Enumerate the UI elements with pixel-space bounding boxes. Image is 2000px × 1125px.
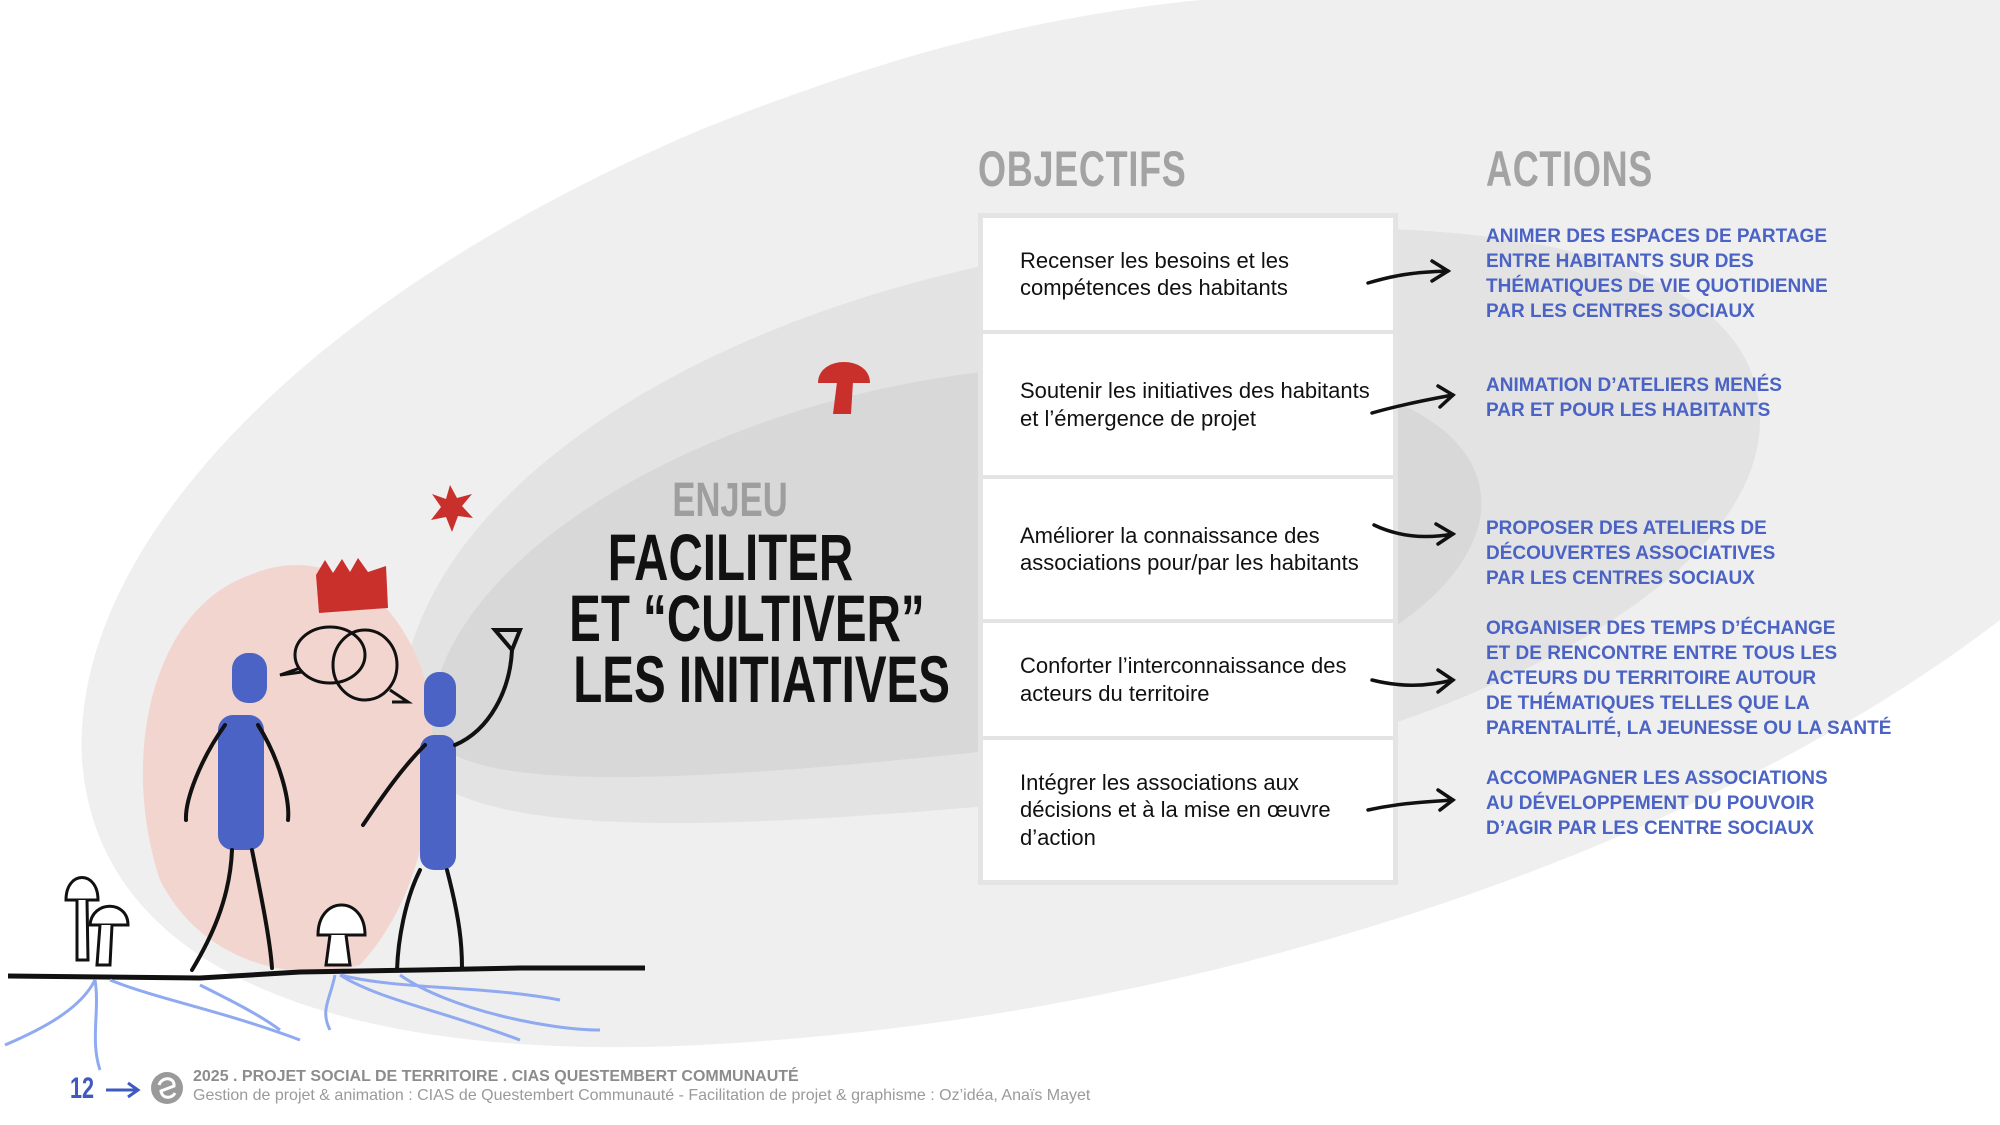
objectifs-heading-text: OBJECTIFS [978,141,1187,197]
arrow-icon [1370,668,1456,694]
objectif-box: Conforter l’interconnaissance des acteur… [983,623,1393,736]
footer-line-2: Gestion de projet & animation : CIAS de … [193,1087,1091,1104]
arrow-icon [1366,259,1452,285]
figure-left [183,653,291,972]
action-line: ENTRE HABITANTS SUR DES [1486,251,1754,272]
enjeu-block: ENJEU FACILITER ET “CULTIVER” LES INITIA… [500,474,960,716]
footer-line-1: 2025 . PROJET SOCIAL DE TERRITOIRE . CIA… [193,1068,799,1085]
action-line: PARENTALITÉ, LA JEUNESSE OU LA SANTÉ [1486,718,1892,739]
arrow-icon [1370,384,1456,415]
action-line: PAR LES CENTRES SOCIAUX [1486,568,1755,589]
action-line: DÉCOUVERTES ASSOCIATIVES [1486,543,1776,564]
action-line: PROPOSER DES ATELIERS DE [1486,518,1767,539]
action-line: ANIMER DES ESPACES DE PARTAGE [1486,226,1827,247]
roots [4,973,601,1071]
action-line: ORGANISER DES TEMPS D’ÉCHANGE [1486,618,1836,639]
objectif-box: Soutenir les initiatives des habitants e… [983,334,1393,475]
action-5: ACCOMPAGNER LES ASSOCIATIONS AU DÉVELOPPE… [1486,766,1966,841]
objectif-box: Recenser les besoins et les compétences … [983,218,1393,330]
enjeu-title-line-3: LES INITIATIVES [573,642,950,716]
objectif-box: Améliorer la connaissance des associatio… [983,479,1393,619]
action-4: ORGANISER DES TEMPS D’ÉCHANGE ET DE RENCO… [1486,616,1966,741]
arrows [1366,259,1457,812]
action-3: PROPOSER DES ATELIERS DE DÉCOUVERTES ASSO… [1486,516,1966,591]
action-line: PAR LES CENTRES SOCIAUX [1486,301,1755,322]
action-line: ACCOMPAGNER LES ASSOCIATIONS [1486,768,1828,789]
crown-icon [316,558,388,613]
mushrooms-icon [64,876,367,967]
action-2: ANIMATION D’ATELIERS MENÉS PAR ET POUR LE… [1486,373,1966,423]
arrow-right-icon [106,1081,141,1099]
pink-blob [142,564,433,972]
action-line: D’AGIR PAR LES CENTRE SOCIAUX [1486,818,1814,839]
action-line: ET DE RENCONTRE ENTRE TOUS LES [1486,643,1838,664]
red-mushroom-icon [818,362,870,414]
red-star-icon [431,485,473,532]
page-number: 12 [70,1072,103,1106]
action-line: PAR ET POUR LES HABITANTS [1486,400,1771,421]
objectifs-heading: OBJECTIFS [978,140,1268,198]
action-line: THÉMATIQUES DE VIE QUOTIDIENNE [1486,276,1828,297]
arrow-icon [1372,522,1457,546]
objectifs-list: Recenser les besoins et les compétences … [978,213,1398,885]
action-1: ANIMER DES ESPACES DE PARTAGE ENTRE HABIT… [1486,224,1966,324]
objectif-box: Intégrer les associations aux décisions … [983,740,1393,880]
enjeu-title-line-1: FACILITER [607,520,853,594]
actions-heading-text: ACTIONS [1486,141,1654,197]
action-line: ACTEURS DU TERRITOIRE AUTOUR [1486,668,1817,689]
action-line: ANIMATION D’ATELIERS MENÉS [1486,375,1782,396]
actions-heading: ACTIONS [1486,140,1718,198]
action-line: DE THÉMATIQUES TELLES QUE LA [1486,693,1810,714]
action-line: AU DÉVELOPPEMENT DU POUVOIR [1486,793,1815,814]
ozidea-logo-icon [151,1072,183,1104]
enjeu-label: ENJEU [672,474,788,527]
enjeu-title-line-2: ET “CULTIVER” [569,581,925,655]
page-number-text: 12 [70,1072,95,1105]
arrow-icon [1366,788,1457,812]
ground-line [7,965,645,981]
figure-right [361,628,523,972]
speech-bubbles-icon [279,625,413,704]
